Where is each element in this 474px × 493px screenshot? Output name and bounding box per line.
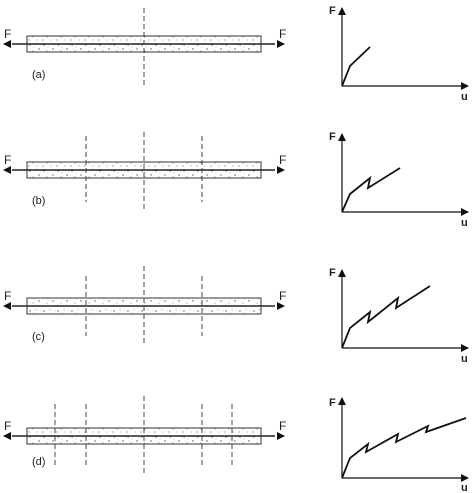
right-force-arrow-icon: [277, 302, 285, 310]
y-axis-label: F: [329, 397, 336, 409]
right-force-label: F: [279, 153, 286, 167]
response-curve: [341, 285, 431, 349]
x-axis-label: u: [461, 482, 468, 493]
response-curve: [341, 417, 467, 479]
left-force-arrow-icon: [3, 302, 11, 310]
left-force-arrow-icon: [3, 166, 11, 174]
x-axis-label: u: [461, 217, 468, 229]
left-force-arrow-icon: [3, 432, 11, 440]
case-label: (d): [32, 456, 45, 468]
response-curve: [341, 46, 371, 87]
force-displacement-plot: F u: [329, 397, 469, 493]
left-force-label: F: [4, 27, 11, 41]
right-force-arrow-icon: [277, 40, 285, 48]
force-displacement-plot: F u: [329, 5, 469, 103]
x-axis-label: u: [461, 91, 468, 103]
y-axis-label: F: [329, 267, 336, 279]
case-d: F F (d) F u: [3, 396, 469, 493]
y-axis-label: F: [329, 131, 336, 143]
right-force-label: F: [279, 27, 286, 41]
x-axis-label: u: [461, 353, 468, 365]
y-axis-label: F: [329, 5, 336, 17]
case-label: (b): [32, 195, 45, 207]
left-force-label: F: [4, 153, 11, 167]
right-force-label: F: [279, 419, 286, 433]
case-b: F F (b) F u: [3, 131, 469, 229]
right-force-arrow-icon: [277, 166, 285, 174]
case-label: (a): [32, 69, 45, 81]
case-a: F F (a) F u: [3, 5, 469, 103]
force-displacement-plot: F u: [329, 131, 469, 229]
response-curve: [341, 167, 401, 213]
case-label: (c): [32, 331, 45, 343]
left-force-label: F: [4, 419, 11, 433]
right-force-arrow-icon: [277, 432, 285, 440]
case-c: F F (c) F u: [3, 266, 469, 365]
force-displacement-plot: F u: [329, 267, 469, 365]
left-force-arrow-icon: [3, 40, 11, 48]
left-force-label: F: [4, 289, 11, 303]
right-force-label: F: [279, 289, 286, 303]
